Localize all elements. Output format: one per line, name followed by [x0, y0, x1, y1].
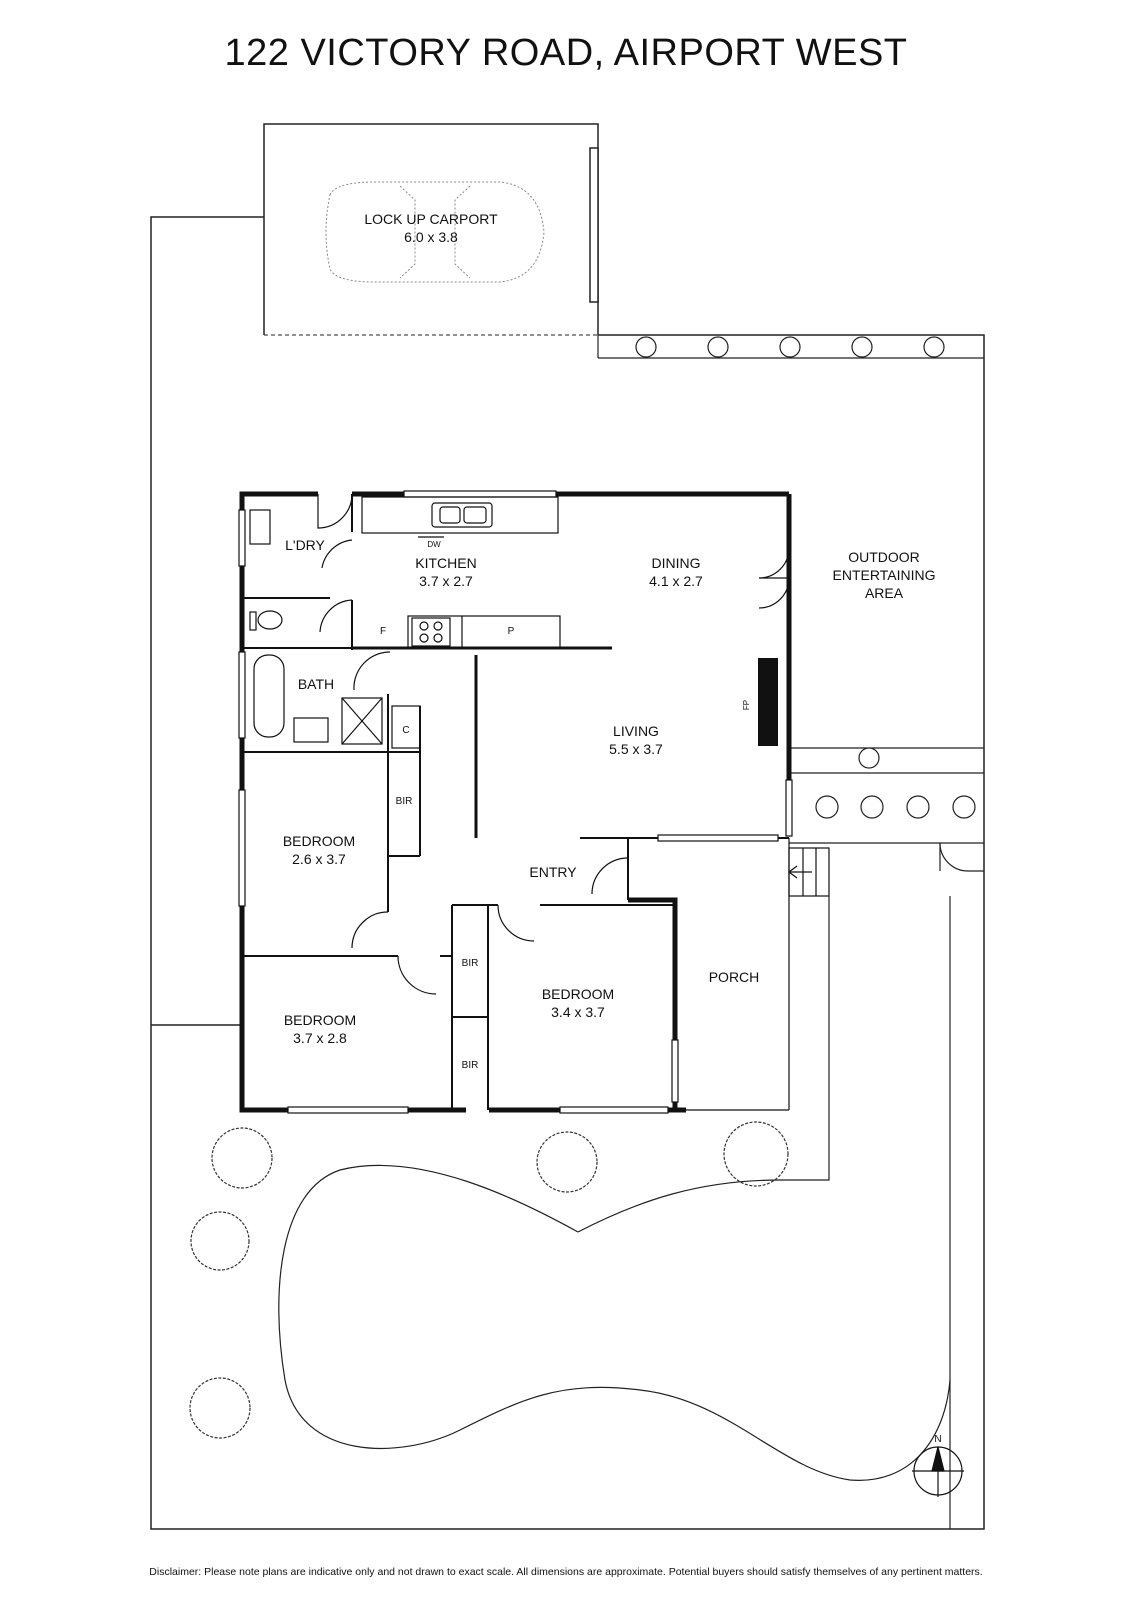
kitchen-fixtures	[361, 496, 561, 649]
fence-top	[597, 335, 984, 359]
porch-steps	[788, 847, 830, 897]
plan-title: 122 VICTORY ROAD, AIRPORT WEST	[224, 32, 908, 74]
bir-label-3: BIR	[462, 1060, 479, 1071]
outdoor-label-line1: OUTDOOR	[848, 549, 920, 565]
outdoor-fence	[789, 747, 984, 872]
bir-label-2: BIR	[462, 958, 479, 969]
fireplace	[758, 658, 778, 746]
disclaimer: Disclaimer: Please note plans are indica…	[149, 1566, 983, 1578]
car-icon	[325, 181, 545, 283]
compass-icon	[912, 1446, 964, 1497]
dishwasher-label: DW	[427, 540, 441, 549]
carport-label: LOCK UP CARPORT	[364, 211, 498, 227]
living-size: 5.5 x 3.7	[609, 741, 663, 757]
compass-north-label: N	[934, 1434, 941, 1445]
fireplace-label: FP	[742, 700, 751, 710]
dining-size: 4.1 x 2.7	[649, 573, 703, 589]
property-boundary	[150, 216, 985, 1530]
bedroom3-size: 3.7 x 2.8	[293, 1030, 347, 1046]
fridge-label: F	[380, 626, 386, 637]
doors	[317, 493, 790, 995]
bath-fixtures	[249, 509, 421, 749]
dining-label: DINING	[652, 555, 701, 571]
cupboard-label: C	[402, 725, 409, 736]
tree-icons	[189, 1121, 789, 1439]
pantry-label: P	[508, 626, 515, 637]
laundry-label: L'DRY	[285, 537, 325, 553]
windows	[238, 490, 793, 1114]
carport	[263, 123, 599, 336]
bath-label: BATH	[298, 676, 334, 692]
kitchen-size: 3.7 x 2.7	[419, 573, 473, 589]
bedroom2-size: 3.4 x 3.7	[551, 1004, 605, 1020]
garden-paths	[278, 896, 951, 1529]
bedroom2-label: BEDROOM	[542, 986, 614, 1002]
carport-size: 6.0 x 3.8	[404, 229, 458, 245]
bedroom1-label: BEDROOM	[283, 833, 355, 849]
living-label: LIVING	[613, 723, 659, 739]
outdoor-label-line2: ENTERTAINING	[833, 567, 936, 583]
kitchen-label: KITCHEN	[415, 555, 476, 571]
bir-label-1: BIR	[396, 796, 413, 807]
bedroom1-size: 2.6 x 3.7	[292, 851, 346, 867]
entry-label: ENTRY	[529, 864, 577, 880]
bedroom3-label: BEDROOM	[284, 1012, 356, 1028]
porch-label: PORCH	[709, 969, 760, 985]
outdoor-label-line3: AREA	[865, 585, 904, 601]
